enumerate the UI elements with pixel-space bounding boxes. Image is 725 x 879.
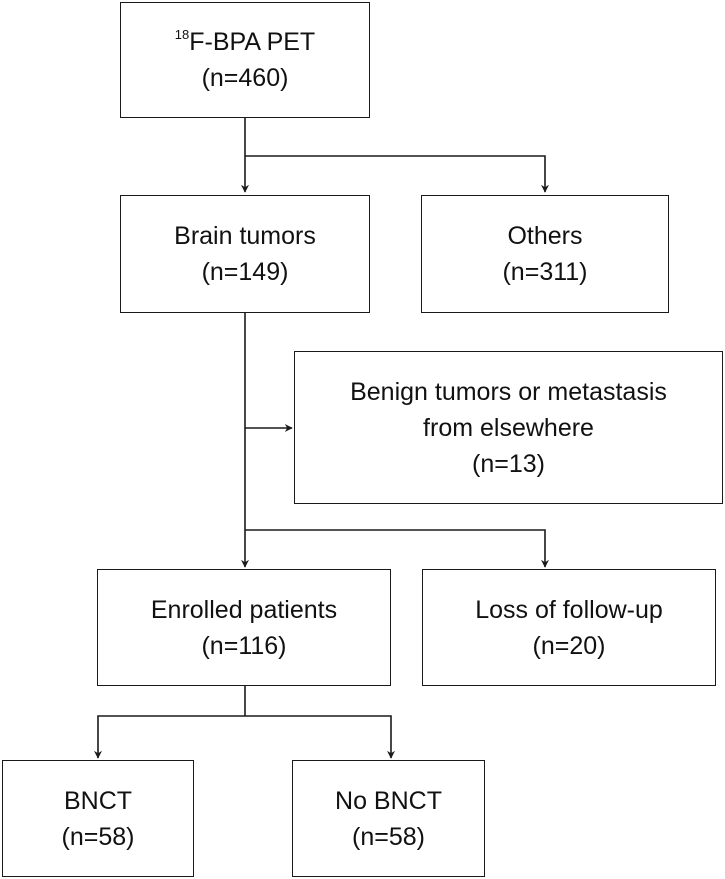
box-no-bnct: No BNCT (n=58) xyxy=(292,760,485,877)
box-loss: Loss of follow-up (n=20) xyxy=(422,569,716,686)
benign-line2: from elsewhere xyxy=(423,413,594,442)
loss-count: (n=20) xyxy=(532,631,606,660)
others-count: (n=311) xyxy=(502,258,588,286)
box-benign: Benign tumors or metastasis from elsewhe… xyxy=(294,351,723,504)
benign-line1: Benign tumors or metastasis xyxy=(350,377,667,406)
box-others: Others (n=311) xyxy=(421,195,669,313)
box-bnct: BNCT (n=58) xyxy=(2,760,194,877)
connector-enrolled-to-bnct xyxy=(94,715,245,759)
box-pet: 18F-BPA PET (n=460) xyxy=(120,2,370,118)
pet-title: F-BPA PET xyxy=(189,28,316,56)
enrolled-count: (n=116) xyxy=(201,631,287,660)
brain-title: Brain tumors xyxy=(174,222,316,250)
box-brain-tumors: Brain tumors (n=149) xyxy=(120,195,370,313)
enrolled-title: Enrolled patients xyxy=(150,595,338,624)
bnct-title: BNCT xyxy=(63,786,133,815)
benign-count: (n=13) xyxy=(472,449,545,478)
pet-count: (n=460) xyxy=(201,64,289,92)
loss-title: Loss of follow-up xyxy=(475,595,663,624)
box-enrolled: Enrolled patients (n=116) xyxy=(97,569,391,686)
connector-pet-to-others xyxy=(245,155,549,193)
others-title: Others xyxy=(507,222,583,250)
connector-enrolled-to-nobnct xyxy=(245,715,395,759)
pet-superscript: 18 xyxy=(174,27,190,42)
connector-brain-to-loss xyxy=(245,529,549,568)
bnct-count: (n=58) xyxy=(61,822,135,851)
brain-count: (n=149) xyxy=(201,258,289,286)
nobnct-title: No BNCT xyxy=(335,786,442,815)
nobnct-count: (n=58) xyxy=(352,822,425,851)
pet-title-line: 18F-BPA PET xyxy=(175,24,315,60)
